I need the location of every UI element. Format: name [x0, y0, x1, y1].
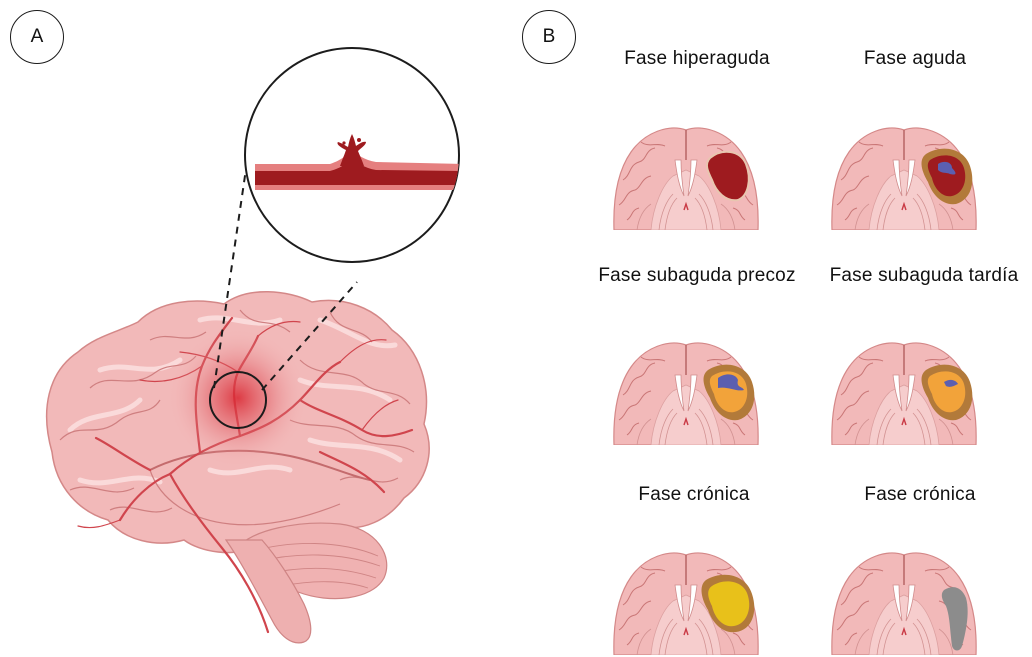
slice-hyperacute	[614, 128, 758, 230]
stage-label-hyperacute: Fase hiperaguda	[624, 48, 770, 70]
slice-acute	[832, 128, 976, 230]
slice-late-subacute	[832, 343, 976, 445]
ruptured-vessel-inset	[245, 48, 462, 262]
slice-chronic-1	[614, 553, 758, 655]
slice-early-subacute	[614, 343, 758, 445]
stage-label-chronic-1: Fase crónica	[638, 484, 749, 506]
slice-chronic-2	[832, 553, 976, 655]
stage-label-early-subacute: Fase subaguda precoz	[598, 265, 795, 287]
stage-label-acute: Fase aguda	[864, 48, 966, 70]
stage-label-late-subacute: Fase subaguda tardía	[830, 265, 1019, 287]
stage-label-chronic-2: Fase crónica	[864, 484, 975, 506]
lateral-brain	[47, 292, 429, 643]
